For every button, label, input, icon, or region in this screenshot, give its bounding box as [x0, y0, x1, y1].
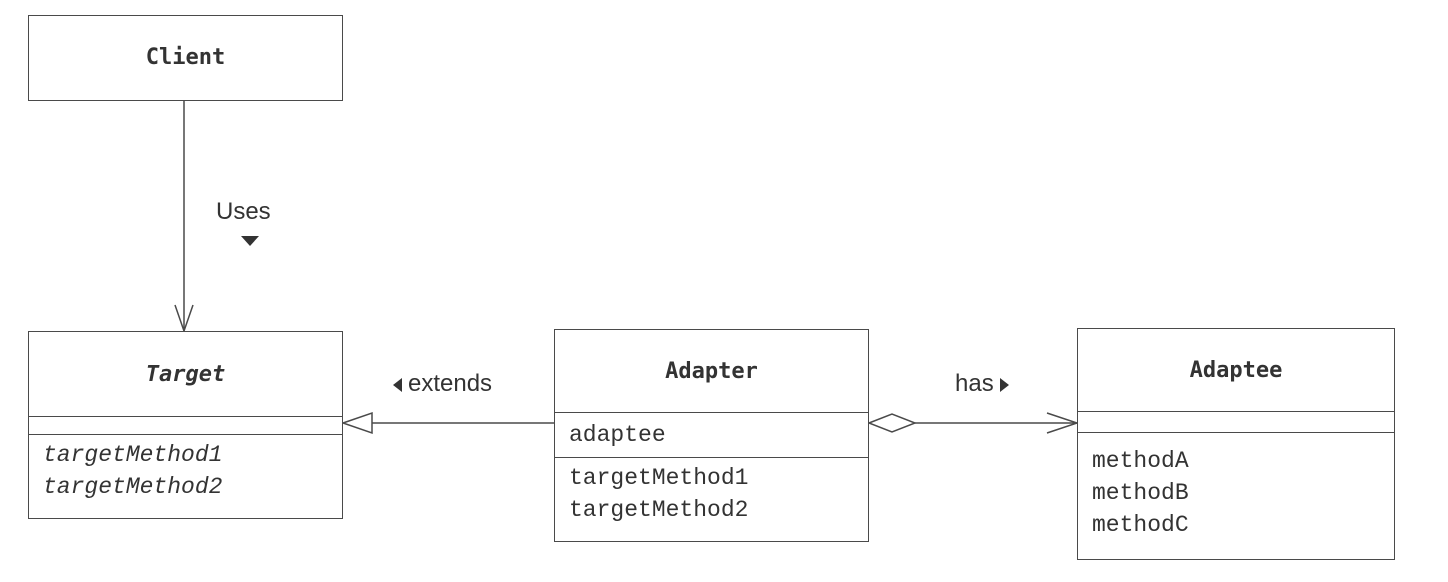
- target-class: Target targetMethod1 targetMethod2: [28, 331, 343, 519]
- client-class-name: Client: [145, 45, 226, 70]
- adapter-method-2: targetMethod2: [569, 497, 749, 523]
- uses-label: Uses: [216, 198, 271, 226]
- has-label-text: has: [955, 370, 994, 397]
- adaptee-class-name: Adaptee: [1189, 357, 1283, 383]
- target-method-2: targetMethod2: [43, 474, 223, 500]
- aggregation-diamond-icon: [866, 413, 918, 433]
- has-label: has: [955, 370, 1009, 398]
- adaptee-attributes-section: [1078, 411, 1394, 432]
- adaptee-method-2: methodB: [1092, 480, 1189, 506]
- uses-direction-icon: [241, 236, 259, 246]
- adapter-attribute-1: adaptee: [569, 422, 666, 448]
- extends-direction-icon: [393, 377, 402, 392]
- adapter-class: Adapter adaptee targetMethod1 targetMeth…: [554, 329, 869, 542]
- adapter-class-name: Adapter: [665, 358, 758, 384]
- target-methods-section: targetMethod1 targetMethod2: [29, 434, 342, 507]
- extends-label: extends: [393, 370, 492, 398]
- uses-label-text: Uses: [216, 198, 271, 225]
- adapter-attributes-section: adaptee: [555, 412, 868, 457]
- adapter-method-1: targetMethod1: [569, 465, 749, 491]
- client-class: Client: [28, 15, 343, 101]
- target-class-name: Target: [145, 361, 226, 387]
- adaptee-class: Adaptee methodA methodB methodC: [1077, 328, 1395, 560]
- target-method-1: targetMethod1: [43, 442, 223, 468]
- adaptee-methods-section: methodA methodB methodC: [1078, 432, 1394, 545]
- adaptee-method-3: methodC: [1092, 512, 1189, 538]
- generalization-triangle-icon: [340, 411, 373, 435]
- has-direction-icon: [999, 377, 1009, 392]
- extends-label-text: extends: [408, 370, 493, 397]
- adaptee-method-1: methodA: [1092, 448, 1189, 474]
- target-attributes-section: [29, 416, 342, 434]
- adapter-methods-section: targetMethod1 targetMethod2: [555, 457, 868, 530]
